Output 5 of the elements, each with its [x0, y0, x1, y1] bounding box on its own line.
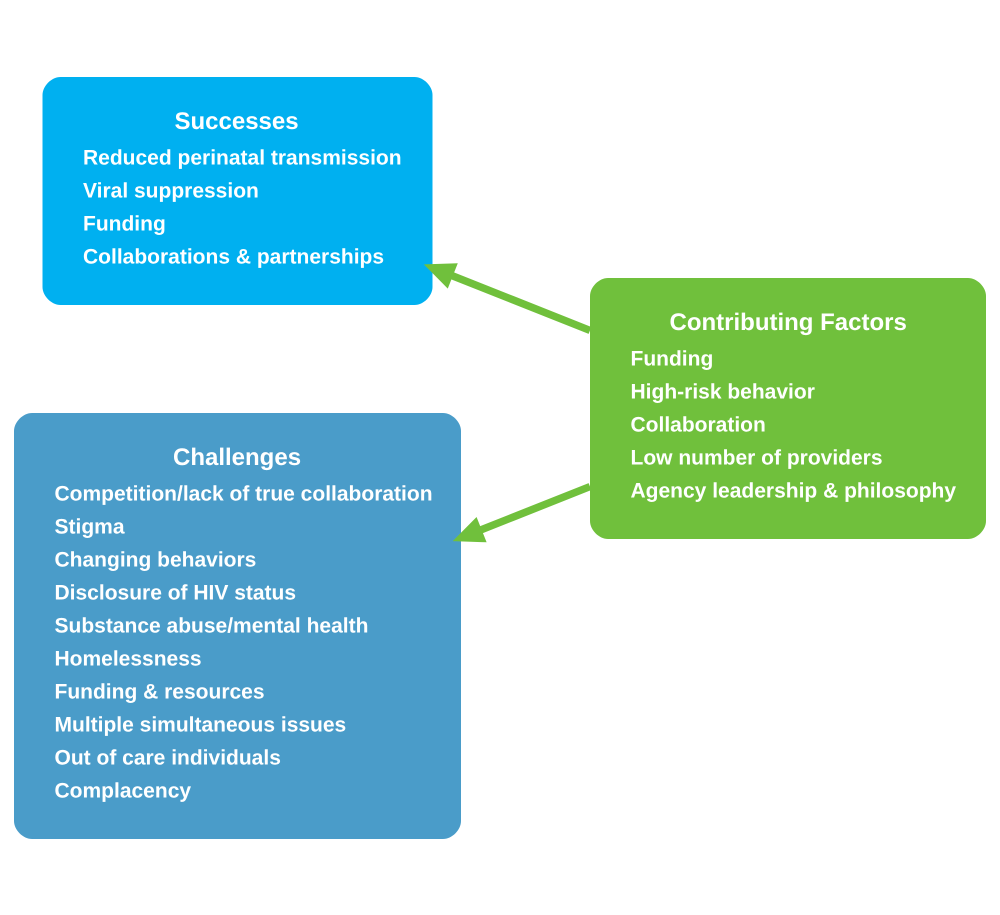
arrow — [452, 482, 592, 542]
arrow — [424, 262, 592, 334]
node-box: Challenges Competition/lack of true collaboration Stigma Changing behaviors Disclosure of HIV status Substance abuse/mental health Homelessness Funding & resources Multiple simultaneous issues Out of care individuals Complacency — [14, 412, 461, 838]
node-box: Contributing Factors Funding High-risk behavior Collaboration Low number of providers Agency leadership & philosophy — [590, 278, 986, 538]
node-box: Successes Reduced perinatal transmission Viral suppression Funding Collaborations & partnerships — [42, 76, 432, 304]
